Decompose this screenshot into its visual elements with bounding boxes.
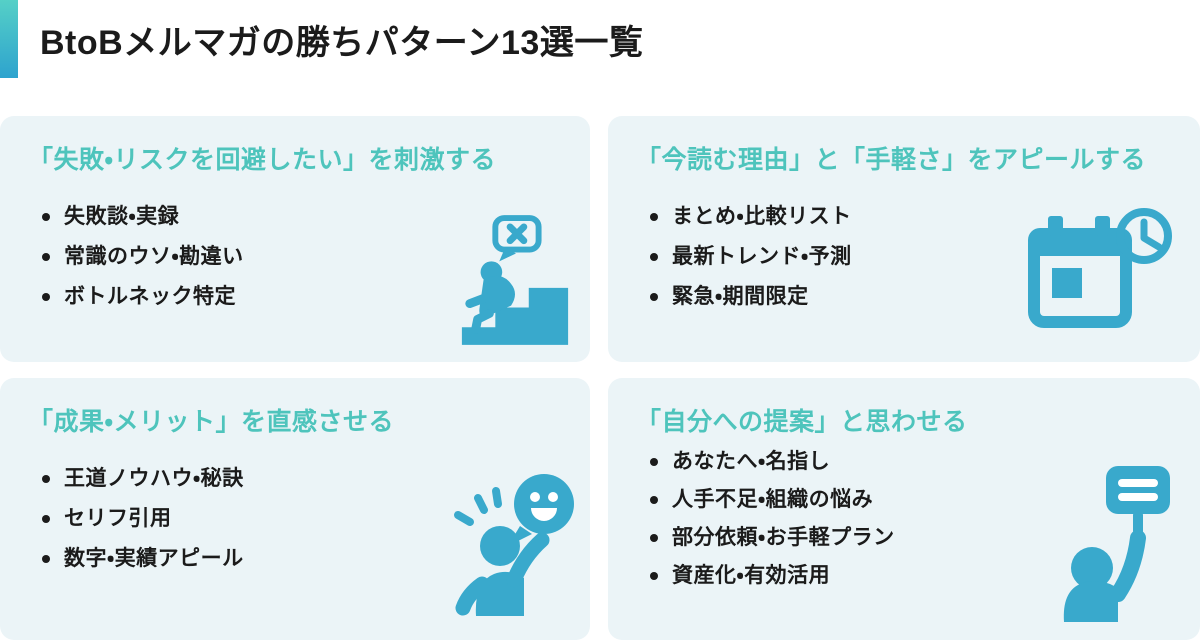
card-heading: 「失敗・リスクを回避したい」を刺激する: [28, 146, 497, 174]
bullet-item: 王道ノウハウ・秘訣: [28, 467, 562, 490]
worried-person-on-stairs-icon: [456, 214, 574, 346]
card-read-now-appeal: 「今読む理由」と「手軽さ」をアピールする まとめ・比較リスト 最新トレンド・予測…: [608, 116, 1200, 362]
bullet-item: 人手不足・組織の悩み: [636, 488, 1172, 511]
bullet-item: 緊急・期間限定: [636, 286, 1172, 308]
bullet-list: 失敗談・実録 常識のウソ・勘違い ボトルネック特定: [28, 205, 562, 308]
bullet-item: ボトルネック特定: [28, 286, 562, 308]
bullet-item: 最新トレンド・予測: [636, 245, 1172, 268]
bullet-item: 常識のウソ・勘違い: [28, 245, 562, 268]
card-heading: 「今読む理由」と「手軽さ」をアピールする: [636, 146, 1147, 174]
card-personal-proposal: 「自分への提案」と思わせる あなたへ・名指し 人手不足・組織の悩み 部分依頼・お…: [608, 378, 1200, 640]
header: BtoBメルマガの勝ちパターン13選一覧: [0, 0, 643, 78]
card-heading: 「成果・メリット」を直感させる: [28, 408, 395, 436]
person-raising-sign-icon: [1048, 462, 1178, 622]
title-accent-bar: [0, 0, 18, 78]
card-results-merit: 「成果・メリット」を直感させる 王道ノウハウ・秘訣 セリフ引用 数字・実績アピー…: [0, 378, 590, 640]
bullet-item: 資産化・有効活用: [636, 565, 1172, 587]
card-heading: 「自分への提案」と思わせる: [636, 408, 968, 436]
page-title: BtoBメルマガの勝ちパターン13選一覧: [40, 23, 644, 62]
card-risk-avoidance: 「失敗・リスクを回避したい」を刺激する 失敗談・実録 常識のウソ・勘違い ボトル…: [0, 116, 590, 362]
bullet-item: 数字・実績アピール: [28, 548, 562, 570]
bullet-item: セリフ引用: [28, 507, 562, 530]
bullet-list: 王道ノウハウ・秘訣 セリフ引用 数字・実績アピール: [28, 467, 562, 570]
bullet-list: まとめ・比較リスト 最新トレンド・予測 緊急・期間限定: [636, 205, 1172, 308]
bullet-item: まとめ・比較リスト: [636, 205, 1172, 228]
cheering-person-smile-bubble-icon: [450, 464, 582, 616]
bullet-item: 失敗談・実録: [28, 205, 562, 228]
bullet-item: あなたへ・名指し: [636, 450, 1172, 473]
bullet-list: あなたへ・名指し 人手不足・組織の悩み 部分依頼・お手軽プラン 資産化・有効活用: [636, 450, 1172, 587]
calendar-clock-icon: [1024, 204, 1176, 334]
bullet-item: 部分依頼・お手軽プラン: [636, 527, 1172, 549]
